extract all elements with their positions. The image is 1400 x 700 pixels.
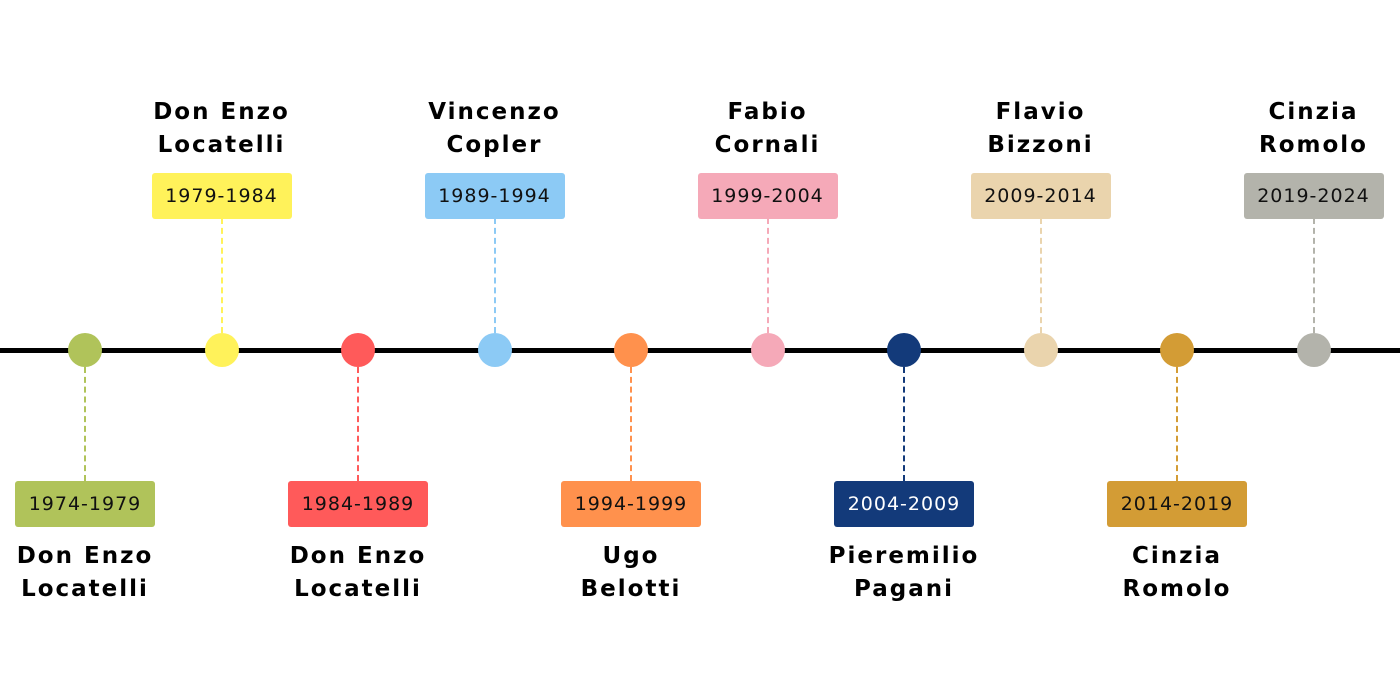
connector-line — [1039, 218, 1042, 333]
period-label: 1989-1994 — [424, 173, 565, 219]
timeline-marker — [1160, 333, 1194, 367]
person-name-line1: Cinzia — [1268, 99, 1359, 125]
person-name-line2: Locatelli — [21, 576, 149, 602]
person-name-line1: Don Enzo — [153, 99, 290, 125]
period-label: 2014-2019 — [1107, 481, 1247, 527]
timeline-marker — [204, 333, 239, 367]
timeline-marker — [341, 333, 375, 367]
person-name-line1: Fabio — [727, 99, 808, 125]
person-name-line2: Pagani — [853, 576, 954, 602]
period-label: 1984-1989 — [288, 481, 428, 527]
person-name-line2: Locatelli — [294, 576, 422, 602]
person-name-line1: Cinzia — [1132, 543, 1222, 569]
connector-line — [493, 218, 496, 333]
connector-line — [903, 367, 905, 481]
timeline-marker — [1023, 333, 1058, 367]
connector-line — [1176, 367, 1178, 481]
connector-line — [220, 218, 223, 333]
person-name-line1: Vincenzo — [428, 99, 561, 125]
connector-line — [766, 218, 769, 333]
period-label: 1994-1999 — [561, 481, 701, 527]
timeline-axis — [0, 348, 1400, 353]
person-name-line2: Copler — [446, 132, 543, 158]
person-name-line1: Ugo — [602, 543, 660, 569]
person-name-line2: Bizzoni — [987, 132, 1094, 158]
timeline-marker — [887, 333, 921, 367]
connector-line — [630, 367, 632, 481]
timeline-marker — [477, 333, 512, 367]
timeline-marker — [614, 333, 648, 367]
person-name-line2: Romolo — [1122, 576, 1232, 602]
person-name-line2: Cornali — [714, 132, 821, 158]
person-name-line2: Locatelli — [157, 132, 286, 158]
person-name-line1: Don Enzo — [16, 543, 154, 569]
period-label: 1979-1984 — [151, 173, 292, 219]
connector-line — [84, 367, 86, 481]
connector-line — [1312, 218, 1315, 333]
person-name-line2: Romolo — [1259, 132, 1368, 158]
connector-line — [357, 367, 359, 481]
person-name-line1: Pieremilio — [828, 543, 980, 569]
period-label: 2019-2024 — [1243, 173, 1384, 219]
person-name-line1: Flavio — [995, 99, 1086, 125]
timeline-marker — [68, 333, 102, 367]
person-name-line1: Don Enzo — [289, 543, 427, 569]
person-name-line2: Belotti — [580, 576, 682, 602]
period-label: 1999-2004 — [697, 173, 838, 219]
period-label: 2004-2009 — [834, 481, 974, 527]
timeline-marker — [1296, 333, 1331, 367]
period-label: 2009-2014 — [970, 173, 1111, 219]
timeline-marker — [750, 333, 785, 367]
period-label: 1974-1979 — [15, 481, 155, 527]
